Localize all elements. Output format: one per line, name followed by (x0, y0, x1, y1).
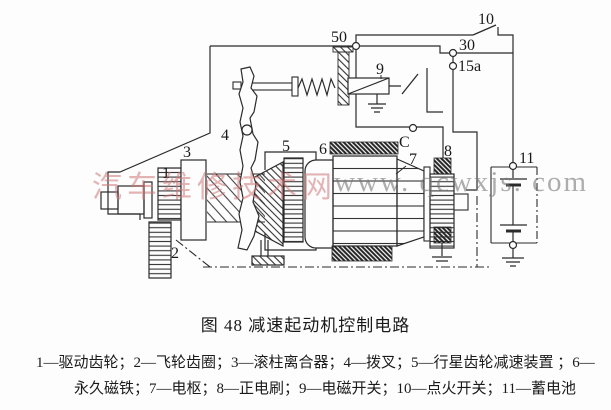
label-terminal-15a: 15a (458, 58, 481, 75)
engagement-spring (297, 76, 336, 98)
label-terminal-50: 50 (331, 29, 347, 46)
label-part-7: 7 (409, 151, 417, 168)
battery-negative-node (508, 240, 518, 250)
label-part-11: 11 (519, 150, 534, 167)
figure-legend-line-1: 1—驱动齿轮；2—飞轮齿圈；3—滚柱离合器；4—拨叉；5—行星齿轮减速装置 ；6… (36, 355, 595, 371)
terminal-node-15a (448, 61, 458, 71)
label-7-leader (395, 165, 407, 175)
label-part-10: 10 (478, 11, 494, 28)
label-part-3: 3 (183, 144, 191, 161)
label-part-9: 9 (376, 61, 384, 78)
motor-front-bracket (304, 159, 334, 249)
starter-housing (100, 46, 211, 220)
label-part-2: 2 (171, 245, 179, 262)
shift-fork-4 (232, 66, 336, 251)
enclosure-centerlines (175, 196, 490, 268)
permanent-magnets-6 (329, 141, 399, 262)
label-part-4: 4 (221, 127, 229, 144)
battery-positive-node (508, 161, 518, 171)
terminal-node-c (408, 123, 418, 133)
battery-11 (490, 166, 538, 267)
label-terminal-30: 30 (459, 37, 475, 54)
label-part-5: 5 (282, 138, 290, 155)
flywheel-ring-gear-2 (148, 221, 172, 279)
terminal-node-30 (448, 48, 458, 58)
label-part-6: 6 (319, 141, 327, 158)
solenoid-switch-9 (332, 46, 419, 113)
label-part-8: 8 (444, 143, 452, 160)
terminal-node-50 (351, 41, 361, 51)
figure-legend-line-2: 永久磁铁；7—电枢；8—正电刷；9—电磁开关；10—点火开关；11—蓄电池 (74, 381, 576, 397)
roller-clutch-3 (180, 159, 207, 241)
label-part-1: 1 (162, 165, 170, 182)
ignition-switch-10 (472, 24, 497, 36)
label-terminal-c: C (399, 134, 410, 151)
brushes-8 (432, 157, 452, 262)
fork-lever (237, 66, 260, 251)
part-labels: 1 2 3 4 5 6 7 8 9 10 11 50 30 15a C (162, 11, 534, 262)
figure-caption: 图 48 减速起动机控制电路 (200, 316, 411, 335)
terminal-nodes (351, 41, 518, 250)
